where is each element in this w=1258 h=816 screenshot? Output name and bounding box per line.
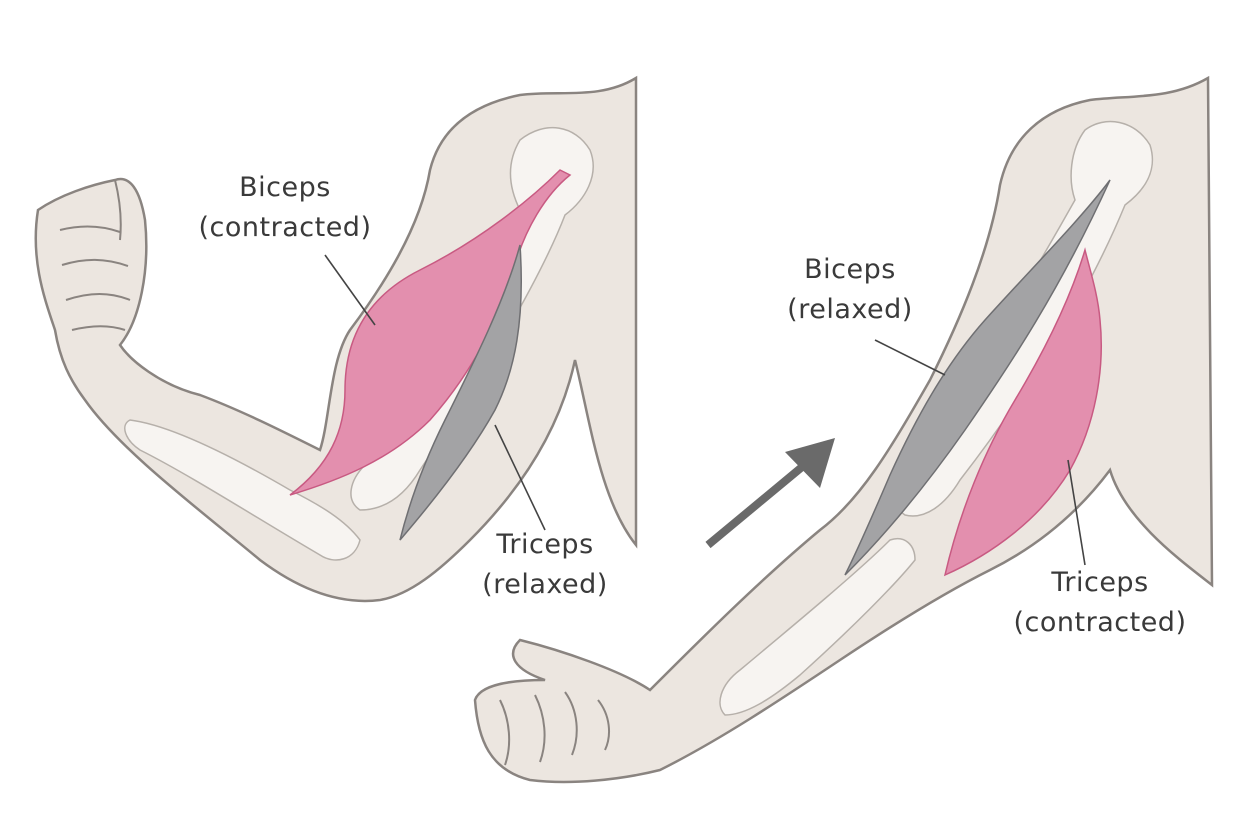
triceps-contracted-muscle [943, 247, 1102, 577]
label-biceps-relaxed-state: (relaxed) [787, 294, 913, 325]
extended-fist-lines [499, 691, 611, 766]
label-biceps-contracted-name: Biceps [239, 172, 331, 203]
flexed-forearm-bones [124, 419, 361, 561]
extended-arm-silhouette [473, 75, 1214, 784]
label-triceps-contracted-state: (contracted) [1013, 607, 1187, 638]
extended-arm-illustration [473, 75, 1214, 784]
biceps-relaxed-muscle [844, 179, 1111, 576]
leader-biceps-relaxed [874, 339, 946, 376]
leader-triceps-contracted [1067, 459, 1086, 566]
triceps-relaxed-muscle [399, 244, 522, 541]
label-triceps-contracted-name: Triceps [1051, 567, 1149, 598]
extended-forearm-bones [719, 538, 916, 716]
label-biceps-relaxed: Biceps (relaxed) [755, 250, 945, 330]
transition-arrow-icon [705, 438, 835, 549]
label-triceps-relaxed-name: Triceps [496, 529, 594, 560]
label-biceps-contracted-state: (contracted) [198, 212, 372, 243]
label-triceps-relaxed-state: (relaxed) [482, 569, 608, 600]
label-biceps-relaxed-name: Biceps [804, 254, 896, 285]
leader-triceps-relaxed [494, 424, 546, 531]
label-triceps-contracted: Triceps (contracted) [1000, 563, 1200, 643]
label-triceps-relaxed: Triceps (relaxed) [450, 525, 640, 605]
flexed-fist-lines [59, 179, 131, 331]
label-biceps-contracted: Biceps (contracted) [190, 168, 380, 248]
leader-biceps-contracted [324, 254, 376, 326]
flexed-arm-illustration [34, 75, 638, 603]
